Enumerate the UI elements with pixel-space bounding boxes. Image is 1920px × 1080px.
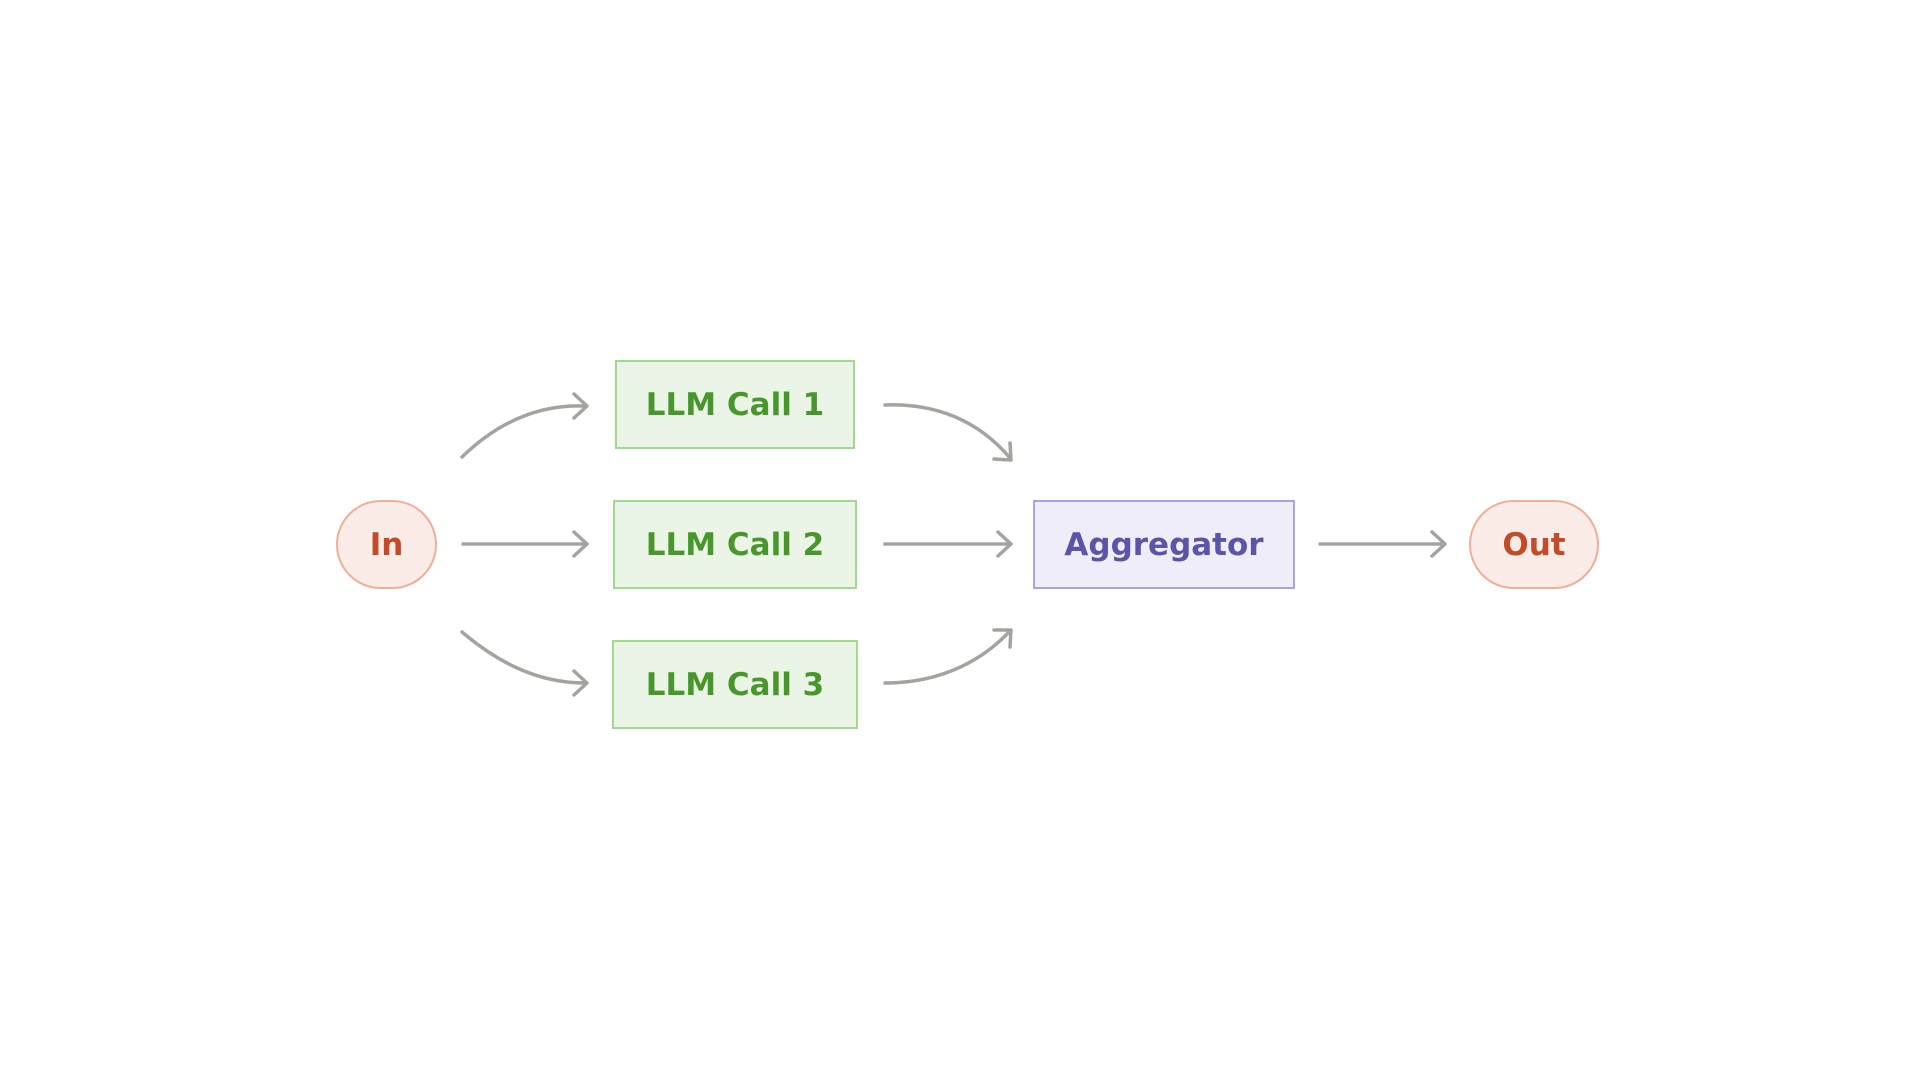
- output-node-label: Out: [1502, 526, 1566, 563]
- arrowhead-in-to-call-1: [572, 392, 589, 420]
- llm-call-3-label: LLM Call 3: [645, 666, 825, 703]
- arrowhead-in-to-call-2: [572, 530, 589, 558]
- llm-call-1-label: LLM Call 1: [645, 386, 825, 423]
- aggregator-node: Aggregator: [1033, 500, 1295, 589]
- arrowhead-call-1-to-aggregator: [992, 441, 1013, 462]
- llm-call-2-node: LLM Call 2: [613, 500, 857, 589]
- arrow-in-to-call-1: [460, 404, 587, 459]
- input-node-label: In: [369, 526, 404, 563]
- llm-call-3-node: LLM Call 3: [612, 640, 858, 729]
- arrowhead-in-to-call-3: [572, 669, 589, 697]
- arrow-call-1-to-aggregator: [883, 403, 1012, 460]
- output-node: Out: [1469, 500, 1599, 589]
- arrow-in-to-call-3: [460, 630, 587, 685]
- arrowhead-call-3-to-aggregator: [992, 628, 1013, 649]
- llm-call-1-node: LLM Call 1: [615, 360, 855, 449]
- arrowhead-call-2-to-aggregator: [996, 530, 1013, 558]
- arrow-call-3-to-aggregator: [883, 629, 1012, 685]
- input-node: In: [336, 500, 437, 589]
- arrowhead-aggregator-to-out: [1430, 530, 1447, 558]
- aggregator-label: Aggregator: [1064, 526, 1264, 563]
- llm-call-2-label: LLM Call 2: [645, 526, 825, 563]
